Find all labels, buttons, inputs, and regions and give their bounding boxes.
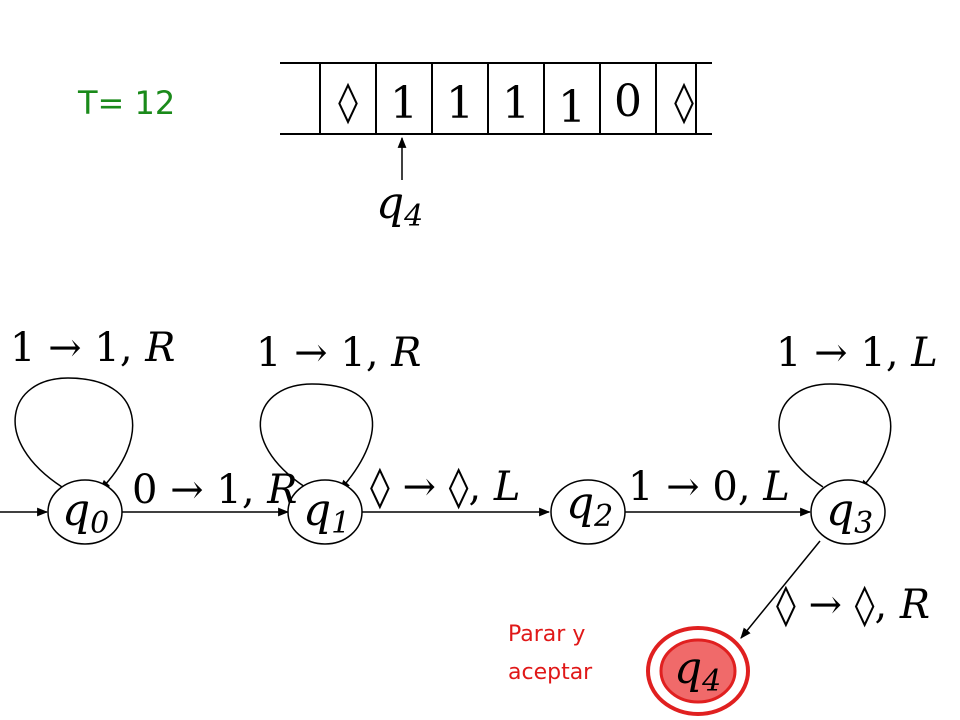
tape-cell-3: 1	[446, 78, 474, 129]
state-q2-label: q2	[566, 478, 613, 534]
label-edge-q0-q1: 0 → 1, R	[132, 467, 297, 513]
tape-cell-6: 0	[614, 76, 642, 127]
state-q1: q1	[287, 479, 363, 545]
label-loop-q0: 1 → 1, R	[10, 325, 175, 371]
state-q3-label: q3	[826, 485, 873, 541]
head-state-label: q4	[376, 178, 423, 234]
accept-note-line2: aceptar	[508, 660, 593, 685]
label-edge-q3-q4: ◊ → ◊, R	[776, 582, 930, 628]
label-loop-q3: 1 → 1, L	[776, 330, 938, 376]
state-q4-label: q4	[674, 643, 721, 699]
state-q0-label: q0	[62, 485, 109, 541]
tape-cell-4: 1	[502, 78, 530, 129]
state-q2: q2	[550, 478, 626, 545]
tape-cell-1: ◊	[338, 79, 358, 125]
loop-q3	[778, 383, 892, 491]
tape-cell-7: ◊	[674, 79, 694, 125]
state-q3: q3	[810, 479, 886, 545]
accept-note-line1: Parar y	[508, 622, 585, 647]
tape-head: q4	[376, 136, 423, 234]
tape-cell-2: 1	[390, 78, 418, 129]
state-q0: q0	[47, 479, 123, 545]
edge-q3-q4	[740, 540, 821, 639]
loop-q0	[14, 377, 134, 491]
state-q1-label: q1	[303, 485, 350, 541]
time-label: T= 12	[77, 84, 175, 122]
loop-q1	[259, 383, 374, 491]
state-q4-accepting: q4	[646, 626, 750, 716]
label-edge-q2-q3: 1 → 0, L	[628, 464, 790, 510]
label-loop-q1: 1 → 1, R	[256, 330, 421, 376]
tape-cell-5: 1	[558, 82, 586, 133]
label-edge-q1-q2: ◊ → ◊, L	[370, 464, 520, 510]
tape: ◊ 1 1 1 1 0 ◊	[280, 62, 712, 135]
